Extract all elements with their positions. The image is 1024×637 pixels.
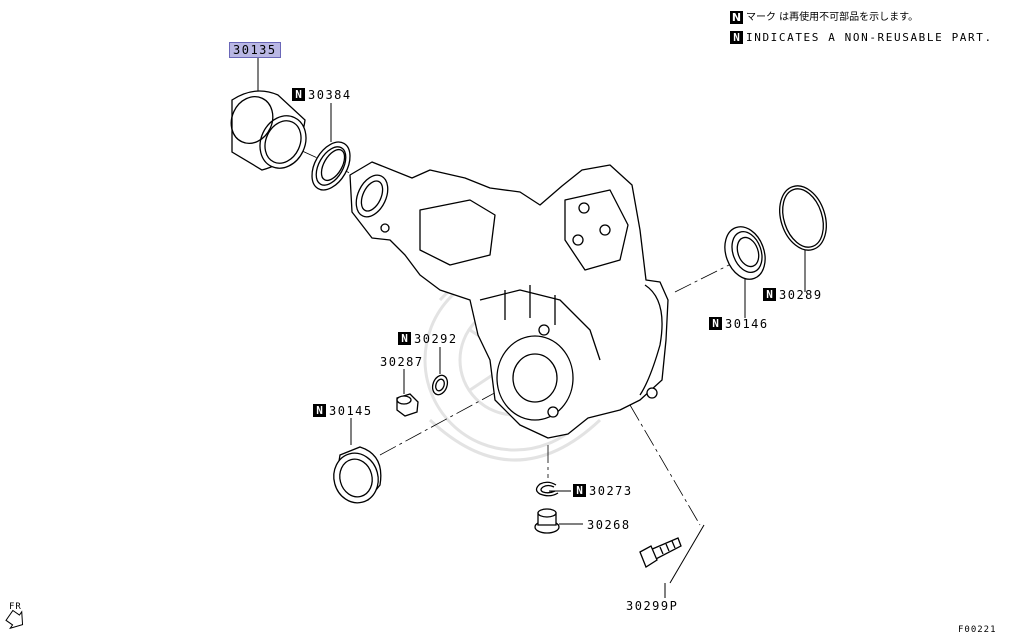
part-code[interactable]: 30145 xyxy=(329,404,373,418)
part-30146-seal xyxy=(724,226,766,280)
part-code[interactable]: 30299P xyxy=(626,599,679,613)
part-code[interactable]: 30273 xyxy=(589,484,633,498)
figure-id: F00221 xyxy=(958,625,997,635)
part-30289-o-ring xyxy=(779,185,827,251)
non-reusable-marker-icon: N xyxy=(313,404,326,417)
non-reusable-marker-icon: N xyxy=(709,317,722,330)
part-code[interactable]: 30146 xyxy=(725,317,769,331)
part-label-30135[interactable]: 30135 xyxy=(229,42,281,58)
part-label-30287[interactable]: 30287 xyxy=(380,355,424,369)
part-code[interactable]: 30289 xyxy=(779,288,823,302)
part-30135-sleeve xyxy=(230,90,307,171)
non-reusable-marker-icon: N xyxy=(573,484,586,497)
non-reusable-marker-icon: N xyxy=(730,11,743,24)
part-code[interactable]: 30135 xyxy=(229,42,281,58)
legend-text-jp: マーク は再使用不可部品を示します。 xyxy=(746,12,919,23)
non-reusable-marker-icon: N xyxy=(730,31,743,44)
part-30273-snap-ring xyxy=(535,481,559,497)
part-30299p-bolt xyxy=(639,537,682,568)
part-30287-plug xyxy=(396,393,419,417)
non-reusable-marker-icon: N xyxy=(763,288,776,301)
part-code[interactable]: 30292 xyxy=(414,332,458,346)
part-label-30268[interactable]: 30268 xyxy=(587,518,631,532)
part-code[interactable]: 30384 xyxy=(308,88,352,102)
part-30292-gasket xyxy=(431,374,449,396)
non-reusable-marker-icon: N xyxy=(398,332,411,345)
part-code[interactable]: 30268 xyxy=(587,518,631,532)
front-direction-label: FR xyxy=(9,602,22,612)
non-reusable-marker-icon: N xyxy=(292,88,305,101)
legend-text-en: INDICATES A NON-REUSABLE PART. xyxy=(746,31,993,44)
transfer-case-housing xyxy=(349,161,669,439)
part-30145-seal xyxy=(333,446,382,504)
part-code[interactable]: 30287 xyxy=(380,355,424,369)
part-30268-plug xyxy=(534,508,560,534)
part-label-30299p[interactable]: 30299P xyxy=(626,599,678,613)
front-direction-arrow-icon xyxy=(5,609,24,630)
part-30384-seal xyxy=(311,141,351,191)
leader-lines xyxy=(257,57,806,598)
